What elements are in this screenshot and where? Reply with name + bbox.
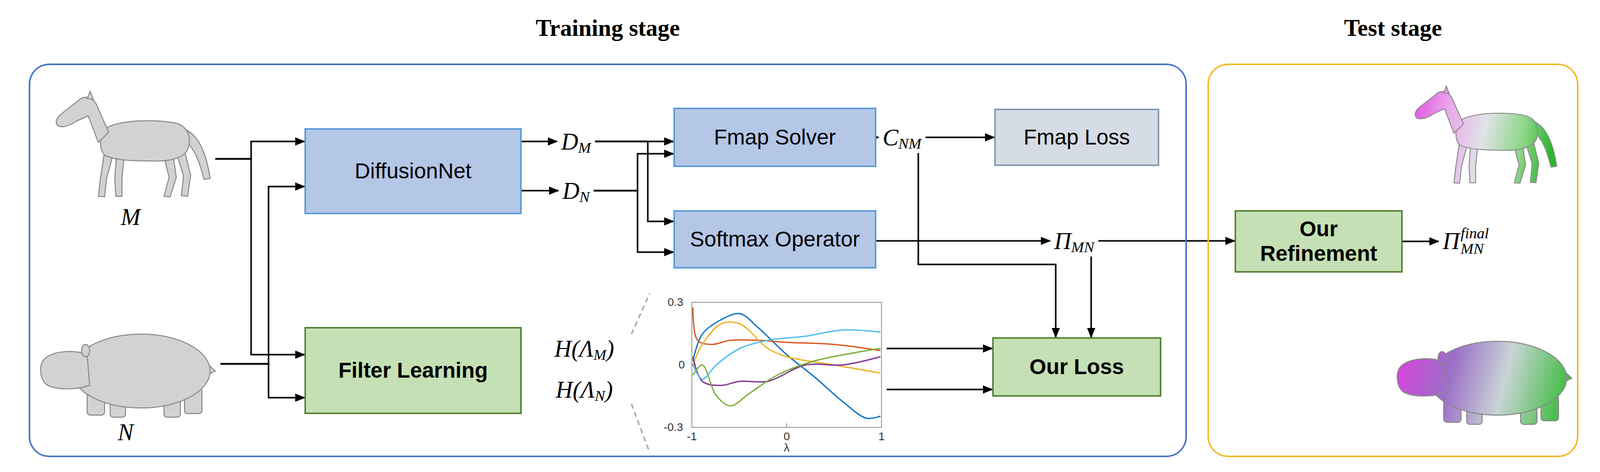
box-label: Our Loss: [1029, 354, 1124, 380]
zoom-leader: [631, 293, 650, 335]
math-symbol: Π: [1054, 227, 1072, 255]
math-symbol: D: [562, 177, 580, 205]
math-index: M: [593, 345, 607, 364]
box-label: Softmax Operator: [689, 227, 860, 252]
flow-arrow: [215, 158, 305, 355]
box-label: Fmap Loss: [1023, 125, 1131, 150]
flow-arrow: [220, 186, 305, 364]
plot-frame: [691, 302, 882, 428]
hippo-shape: [40, 334, 216, 418]
axis-title: λ: [784, 441, 790, 455]
math-index: final: [1460, 225, 1489, 241]
shape-name: M: [120, 203, 141, 231]
flow-arrow: [593, 153, 674, 191]
loss-box: Our Loss: [992, 337, 1162, 397]
math-symbol: ): [605, 376, 613, 404]
flow-arrow: [521, 190, 559, 192]
math-symbol: Π: [1442, 227, 1460, 255]
network-box: DiffusionNet: [304, 128, 522, 215]
flow-arrow: [1098, 240, 1235, 242]
operator-box: Softmax Operator: [673, 210, 877, 269]
flow-arrow: [876, 136, 879, 139]
feature-symbol: DN: [558, 175, 594, 207]
math-symbol: H(Λ: [555, 376, 595, 404]
map-symbol: ΠfinalMN: [1438, 223, 1493, 259]
zoom-leader: [631, 403, 650, 454]
math-index: N: [594, 386, 605, 405]
axis-tick-x: -1: [686, 429, 697, 443]
flow-arrow: [220, 363, 305, 398]
filter-symbol: H(ΛN): [551, 374, 618, 406]
filter-curves: [692, 307, 881, 419]
shape-name: N: [117, 418, 134, 446]
axis-tick-y: 0.3: [667, 295, 684, 309]
axis-tick-x: 1: [878, 429, 885, 443]
hippo-correspondence: [1397, 341, 1572, 425]
stage-heading: Test stage: [1208, 13, 1577, 43]
module-box: Filter Learning: [304, 326, 522, 415]
horse-shape: [56, 91, 211, 197]
map-symbol: ΠMN: [1050, 225, 1099, 257]
flow-arrow: [593, 190, 674, 253]
math-symbol: D: [561, 128, 579, 156]
axis-tick-x: 0: [783, 429, 790, 443]
feature-symbol: DM: [557, 126, 596, 158]
flow-arrow: [617, 388, 993, 391]
math-index: M: [578, 138, 591, 157]
math-index: MN: [1071, 238, 1095, 256]
box-label: Fmap Solver: [713, 125, 836, 150]
refinement-box: Our Refinement: [1234, 210, 1403, 274]
math-symbol: C: [882, 124, 899, 152]
box-label: DiffusionNet: [354, 158, 472, 184]
flow-arrow: [521, 140, 558, 143]
fmap-symbol: CNM: [878, 121, 926, 154]
filter-curve: [692, 348, 881, 406]
flow-arrow: [1402, 240, 1439, 243]
horse-correspondence: [1414, 86, 1557, 184]
filter-curve: [692, 330, 881, 380]
flow-arrow: [215, 141, 305, 159]
filter-symbol: H(ΛM): [550, 333, 619, 365]
filter-curve: [692, 313, 881, 419]
flow-arrow: [925, 136, 995, 139]
axis-tick-y: -0.3: [663, 420, 684, 434]
stage-panel: Training stageMNDiffusionNetFilter Learn…: [28, 63, 1187, 458]
math-index: N: [579, 188, 590, 206]
flow-arrow: [618, 347, 993, 350]
solver-box: Fmap Solver: [673, 107, 877, 168]
stage-heading: Training stage: [30, 13, 1186, 43]
stage-panel: Test stageOur RefinementΠfinalMN: [1207, 63, 1579, 458]
plot-ticks: [691, 364, 787, 428]
shape-label: M: [46, 87, 216, 232]
math-symbol: H(Λ: [554, 335, 594, 363]
loss-box: Fmap Loss: [994, 108, 1160, 167]
filter-curve: [692, 307, 881, 351]
shape-label: N: [30, 307, 221, 447]
flow-arrow: [918, 153, 1056, 338]
box-label: Our Refinement: [1245, 216, 1392, 267]
flow-arrow: [1090, 256, 1093, 338]
flow-arrow: [876, 240, 1051, 242]
axis-tick-y: 0: [678, 358, 685, 372]
math-index: NM: [898, 134, 922, 153]
math-symbol: ): [606, 335, 614, 363]
box-label: Filter Learning: [338, 358, 488, 383]
math-index: MN: [1460, 240, 1489, 257]
